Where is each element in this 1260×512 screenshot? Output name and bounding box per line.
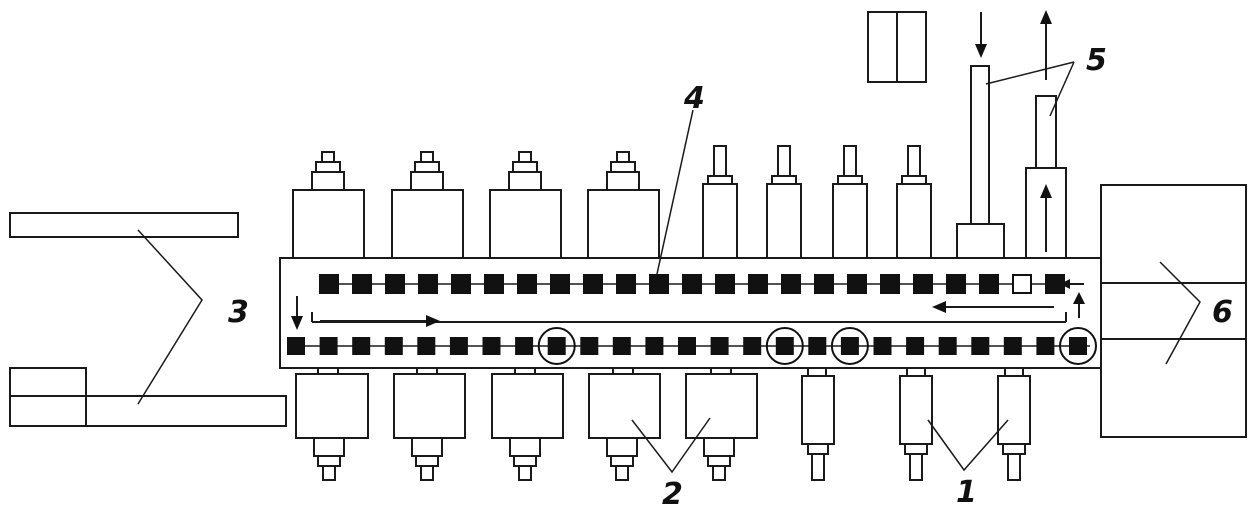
lower-machine-row (295, 367, 1031, 481)
unloading-unit-lower (1100, 338, 1247, 438)
pallet (1069, 337, 1087, 355)
pallet (710, 337, 729, 355)
lower-pallet-row (287, 327, 1097, 365)
arrow-down-icon (291, 316, 303, 330)
unloading-unit-upper (1100, 184, 1247, 284)
pallet (547, 337, 566, 355)
pallet (649, 274, 669, 294)
pallet (682, 274, 702, 294)
pallet (715, 274, 735, 294)
pallet (971, 337, 990, 355)
lower-narrow-head (899, 367, 933, 481)
lower-large-head (685, 367, 758, 481)
pallet (418, 274, 438, 294)
upper-narrow-head (896, 145, 932, 265)
inspection-column-right (1035, 95, 1057, 169)
lower-loading-block-top (9, 367, 87, 397)
leader-lines (137, 61, 1201, 474)
label-station-2: 2 (662, 477, 683, 512)
pallet (946, 274, 966, 294)
upper-narrow-head (702, 145, 738, 265)
pallet (743, 337, 762, 355)
arrow-up-icon (1040, 184, 1052, 198)
lower-narrow-head (801, 367, 835, 481)
pallet (880, 274, 900, 294)
pallet (775, 337, 794, 355)
pallet (449, 337, 468, 355)
active-station-ring (1059, 327, 1097, 365)
pallet (847, 274, 867, 294)
upper-conveyor (9, 212, 239, 238)
label-station-5: 5 (1086, 43, 1107, 78)
pallet (1045, 274, 1065, 294)
arrow-up-icon (1040, 10, 1052, 24)
pallet (840, 337, 859, 355)
pallet (385, 274, 405, 294)
arrow-right-icon (426, 315, 440, 327)
lower-large-head (393, 367, 466, 481)
active-station-ring (830, 327, 869, 365)
label-station-1: 1 (956, 475, 977, 510)
pallet (1036, 337, 1055, 355)
label-station-3: 3 (228, 295, 249, 330)
pallet (678, 337, 696, 355)
upper-large-head (391, 151, 464, 265)
pallet (808, 337, 827, 355)
pallet (580, 337, 599, 355)
pallet (583, 274, 603, 294)
arrow-down-icon (975, 44, 987, 58)
upper-narrow-head (832, 145, 868, 265)
upper-large-head (489, 151, 562, 265)
lower-large-head (295, 367, 369, 481)
pallet (938, 337, 957, 355)
pallet (913, 274, 933, 294)
pallet (873, 337, 892, 355)
pallet (484, 274, 504, 294)
right-unloading-group (1100, 184, 1247, 438)
empty-pallet (1012, 274, 1032, 294)
lower-large-head (491, 367, 564, 481)
inspection-column-left (970, 65, 990, 225)
pallet (645, 337, 664, 355)
upper-large-head (587, 151, 660, 265)
upper-machine-row (292, 145, 932, 265)
pallet (319, 274, 339, 294)
active-station-ring (537, 327, 576, 365)
lower-narrow-head (997, 367, 1031, 481)
pallet (384, 337, 403, 355)
pallet (550, 274, 570, 294)
pallet (319, 337, 338, 355)
lower-large-head (588, 367, 661, 481)
pallet (352, 274, 372, 294)
pallet (352, 337, 371, 355)
upper-pallet-row (319, 274, 1065, 294)
lower-loading-block-bottom (9, 395, 87, 427)
pallet (417, 337, 436, 355)
upper-narrow-head (766, 145, 802, 265)
arrow-left-icon (932, 301, 946, 313)
upper-large-head (292, 151, 365, 265)
pallet (979, 274, 999, 294)
pallet (906, 337, 925, 355)
pallet (451, 274, 471, 294)
pallet (781, 274, 801, 294)
label-station-6: 6 (1212, 295, 1233, 330)
pallet (612, 337, 631, 355)
pallet (482, 337, 501, 355)
pallet (517, 274, 537, 294)
lower-conveyor (85, 395, 287, 427)
pallet (814, 274, 834, 294)
active-station-ring (765, 327, 804, 365)
label-station-4: 4 (683, 81, 705, 116)
pallet (1003, 337, 1022, 355)
pallet (287, 337, 305, 355)
pallet (515, 337, 534, 355)
arrow-up-icon (1073, 292, 1085, 304)
pallet (616, 274, 636, 294)
left-conveyor-group (9, 212, 287, 427)
pallet (748, 274, 768, 294)
inspection-base-left (956, 223, 1005, 259)
